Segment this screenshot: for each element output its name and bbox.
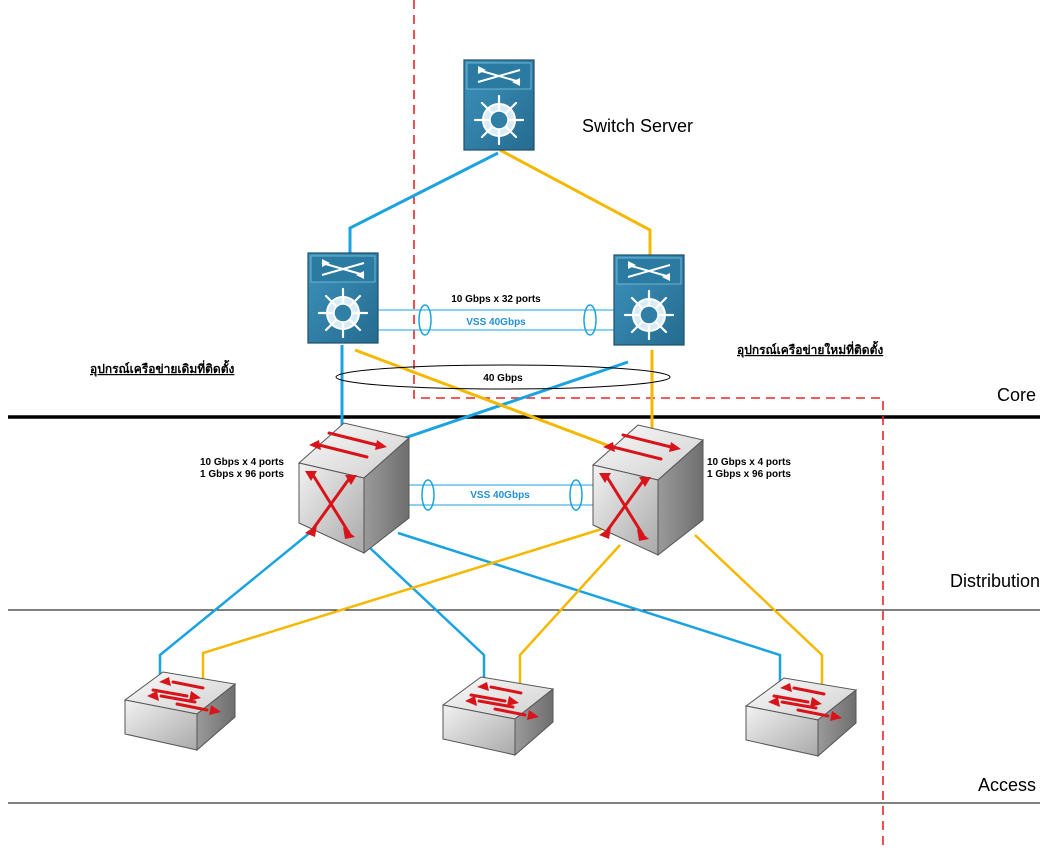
new-equipment-label: อุปกรณ์เครือข่ายใหม่ที่ติดตั้ง (737, 340, 883, 358)
dist-vss-ring-right (569, 479, 583, 511)
link-distR-access1 (201, 526, 606, 690)
core-vss-ring-right (583, 304, 597, 336)
old-equipment-label: อุปกรณ์เครือข่ายเดิมที่ติดตั้ง (90, 359, 235, 377)
core-uplink-label: 10 Gbps x 32 ports (451, 294, 541, 305)
core-vss-label: VSS 40Gbps (466, 317, 526, 328)
dist-vss-ring-left (421, 479, 435, 511)
layer-label-access: Access (978, 775, 1036, 795)
link-distR-access2 (518, 544, 621, 690)
link-distR-access3 (694, 534, 824, 700)
access-switch-1-icon (123, 670, 237, 752)
core-switch-left-icon (306, 251, 380, 345)
distribution-switch-left-icon (297, 421, 411, 555)
dist-left-capacity-line2: 1 Gbps x 96 ports (200, 469, 284, 480)
dist-right-capacity-line2: 1 Gbps x 96 ports (707, 469, 791, 480)
core-bundle-label: 40 Gbps (483, 373, 523, 384)
access-switch-3-icon (744, 676, 858, 758)
distribution-switch-right-icon (591, 423, 705, 557)
layer-label-core: Core (997, 385, 1036, 405)
link-server-core-right (499, 148, 652, 260)
core-vss-links (378, 309, 614, 331)
server-switch-icon (462, 58, 536, 152)
link-server-core-left (348, 151, 499, 253)
link-distL-access2 (369, 547, 486, 690)
layer-label-distribution: Distribution (950, 571, 1040, 591)
switch-server-label: Switch Server (582, 116, 693, 136)
dist-vss-label: VSS 40Gbps (470, 490, 530, 501)
link-coreR-distL (389, 360, 629, 445)
link-coreL-distR (354, 348, 613, 449)
dist-left-capacity-line1: 10 Gbps x 4 ports (200, 457, 284, 468)
core-vss-ring-left (418, 304, 432, 336)
core-bundle-ellipse (335, 364, 671, 390)
dist-right-capacity-line1: 10 Gbps x 4 ports (707, 457, 791, 468)
dist-vss-links (400, 484, 600, 506)
link-distL-access3 (397, 531, 782, 695)
access-switch-2-icon (441, 675, 555, 757)
new-equipment-boundary (413, 0, 884, 850)
core-switch-right-icon (612, 253, 686, 347)
